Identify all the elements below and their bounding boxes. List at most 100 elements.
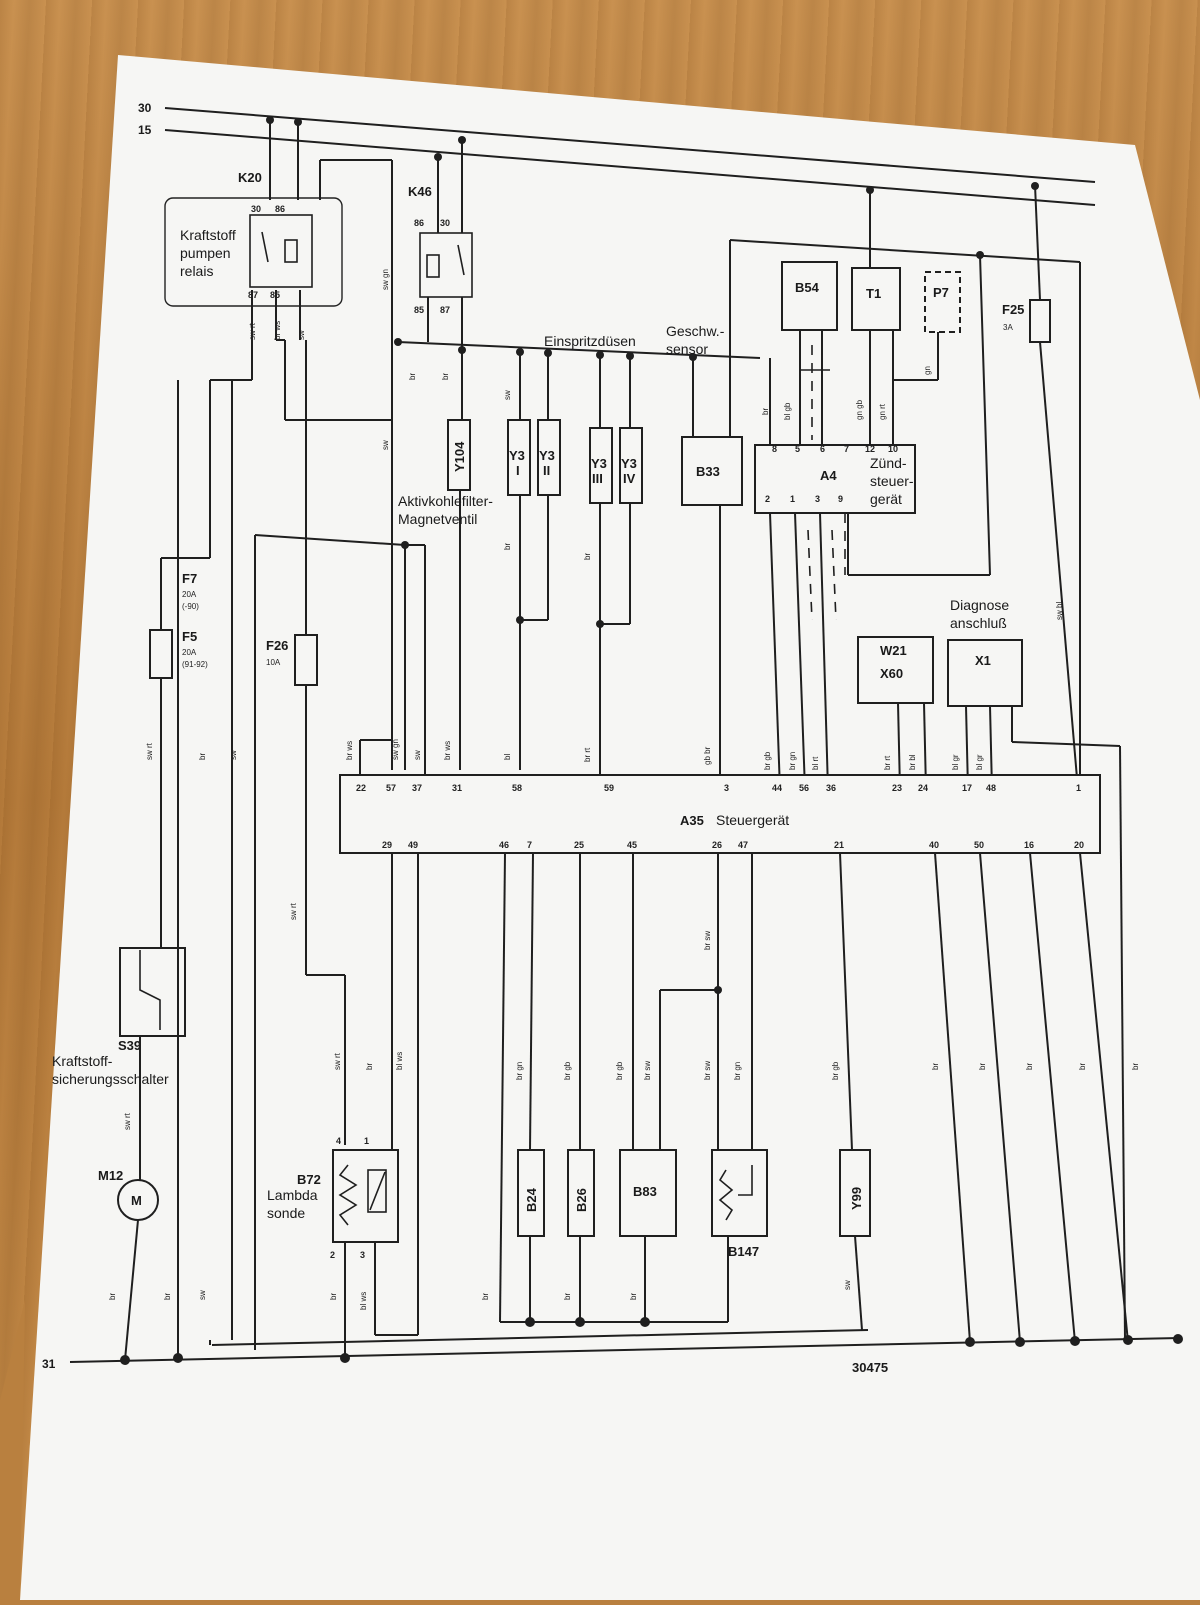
k20-label: K20 (238, 170, 262, 185)
svg-text:86: 86 (414, 218, 424, 228)
injectors-annotation: Einspritzdüsen (544, 333, 636, 349)
wire-label: br (583, 553, 592, 560)
bus-30-label: 30 (138, 101, 152, 115)
ignition-annotation-line2: steuer- (870, 473, 914, 489)
ecu-top-pin-1: 1 (1076, 783, 1081, 793)
wire-label: sw rt (123, 1112, 132, 1130)
ignition-annotation-line1: Zünd- (870, 455, 907, 471)
ecu-annotation: Steuergerät (716, 812, 789, 828)
b33-sensor (681, 436, 743, 506)
relay-annotation-line3: relais (180, 263, 213, 279)
y3-iii-label: Y3 (591, 456, 607, 471)
wire-label: br (329, 1293, 338, 1300)
bus-30-line (164, 107, 1096, 183)
svg-text:7: 7 (844, 444, 849, 454)
a4-label: A4 (820, 468, 837, 483)
svg-text:2: 2 (765, 494, 770, 504)
wire-label: br (163, 1293, 172, 1300)
a4-ignition-unit (754, 444, 916, 514)
ecu-bottom-pin-26: 26 (712, 840, 722, 850)
y3-ii-label: Y3 (539, 448, 555, 463)
bus-15-line (164, 129, 1096, 206)
ecu-top-pin-59: 59 (604, 783, 614, 793)
svg-text:M: M (131, 1193, 142, 1208)
wire-label: br (1078, 1063, 1087, 1070)
wire-label: br (978, 1063, 987, 1070)
wire-label: bl rt (811, 756, 820, 770)
f25-label: F25 (1002, 302, 1024, 317)
k46-label: K46 (408, 184, 432, 199)
ecu-top-pin-37: 37 (412, 783, 422, 793)
ecu-top-pin-22: 22 (356, 783, 366, 793)
svg-text:10: 10 (888, 444, 898, 454)
wire-label: br gn (788, 752, 797, 770)
ignition-annotation-line3: gerät (870, 491, 902, 507)
x60-label: X60 (880, 666, 903, 681)
k20-coil (284, 239, 298, 263)
wire-label: bl ws (359, 1292, 368, 1310)
lambda-annotation-line2: sonde (267, 1205, 305, 1221)
svg-text:6: 6 (820, 444, 825, 454)
wire-label: br ws (443, 741, 452, 760)
svg-text:30: 30 (251, 204, 261, 214)
f26-label: F26 (266, 638, 288, 653)
ecu-top-pin-17: 17 (962, 783, 972, 793)
svg-text:30: 30 (440, 218, 450, 228)
ecu-bottom-pin-40: 40 (929, 840, 939, 850)
relay-highlight-box (164, 197, 343, 307)
svg-text:3: 3 (360, 1250, 365, 1260)
svg-text:87: 87 (248, 290, 258, 300)
ecu-bottom-pin-25: 25 (574, 840, 584, 850)
a35-label: A35 (680, 813, 704, 828)
ecu-top-pin-24: 24 (918, 783, 928, 793)
wire-label: br (931, 1063, 940, 1070)
wire-label: br ws (345, 741, 354, 760)
f7-label: F7 (182, 571, 197, 586)
ecu-bottom-pin-49: 49 (408, 840, 418, 850)
wire-label: br ws (273, 321, 282, 340)
x1-diagnostic-connector (947, 639, 1023, 707)
ecu-top-pin-44: 44 (772, 783, 782, 793)
wire-label: br (408, 373, 417, 380)
f5-rating: 20A (182, 648, 197, 657)
b83-label: B83 (633, 1184, 657, 1199)
f25-fuse (1029, 299, 1051, 343)
y99-label: Y99 (849, 1187, 864, 1210)
wire-label: br gb (763, 751, 772, 770)
svg-text:1: 1 (364, 1136, 369, 1146)
ecu-bottom-pin-46: 46 (499, 840, 509, 850)
ecu-bottom-pin-16: 16 (1024, 840, 1034, 850)
f26-fuse (294, 634, 318, 686)
b24-label: B24 (524, 1187, 539, 1212)
wire-label: gn rt (878, 403, 887, 420)
wire-label: sw rt (333, 1052, 342, 1070)
wire-label: br (441, 373, 450, 380)
wire-label: sw rt (145, 742, 154, 760)
y3-iii-roman: III (592, 471, 603, 486)
b33-label: B33 (696, 464, 720, 479)
wire-label: sw bl (1055, 602, 1064, 620)
w21-x60-connector (857, 636, 934, 704)
ecu-top-pin-58: 58 (512, 783, 522, 793)
wire-label: sw gn (381, 269, 390, 290)
f26-rating: 10A (266, 658, 281, 667)
ecu-bottom-pin-7: 7 (527, 840, 532, 850)
svg-text:2: 2 (330, 1250, 335, 1260)
svg-text:4: 4 (336, 1136, 341, 1146)
t1-coil (851, 267, 901, 331)
p7-label: P7 (933, 285, 949, 300)
ecu-top-pin-48: 48 (986, 783, 996, 793)
wire-label: bl (503, 754, 512, 760)
wire-label: sw (413, 750, 422, 760)
wire-label: bl gb (783, 402, 792, 420)
wire-label: br gb (563, 1061, 572, 1080)
safety-switch-annotation-line1: Kraftstoff- (52, 1053, 113, 1069)
wire-label: sw (229, 750, 238, 760)
relay-annotation-line2: pumpen (180, 245, 231, 261)
wire-label: sw rt (248, 322, 257, 340)
y3-iv-label: Y3 (621, 456, 637, 471)
wire-label: bl gr (951, 754, 960, 770)
svg-text:1: 1 (790, 494, 795, 504)
